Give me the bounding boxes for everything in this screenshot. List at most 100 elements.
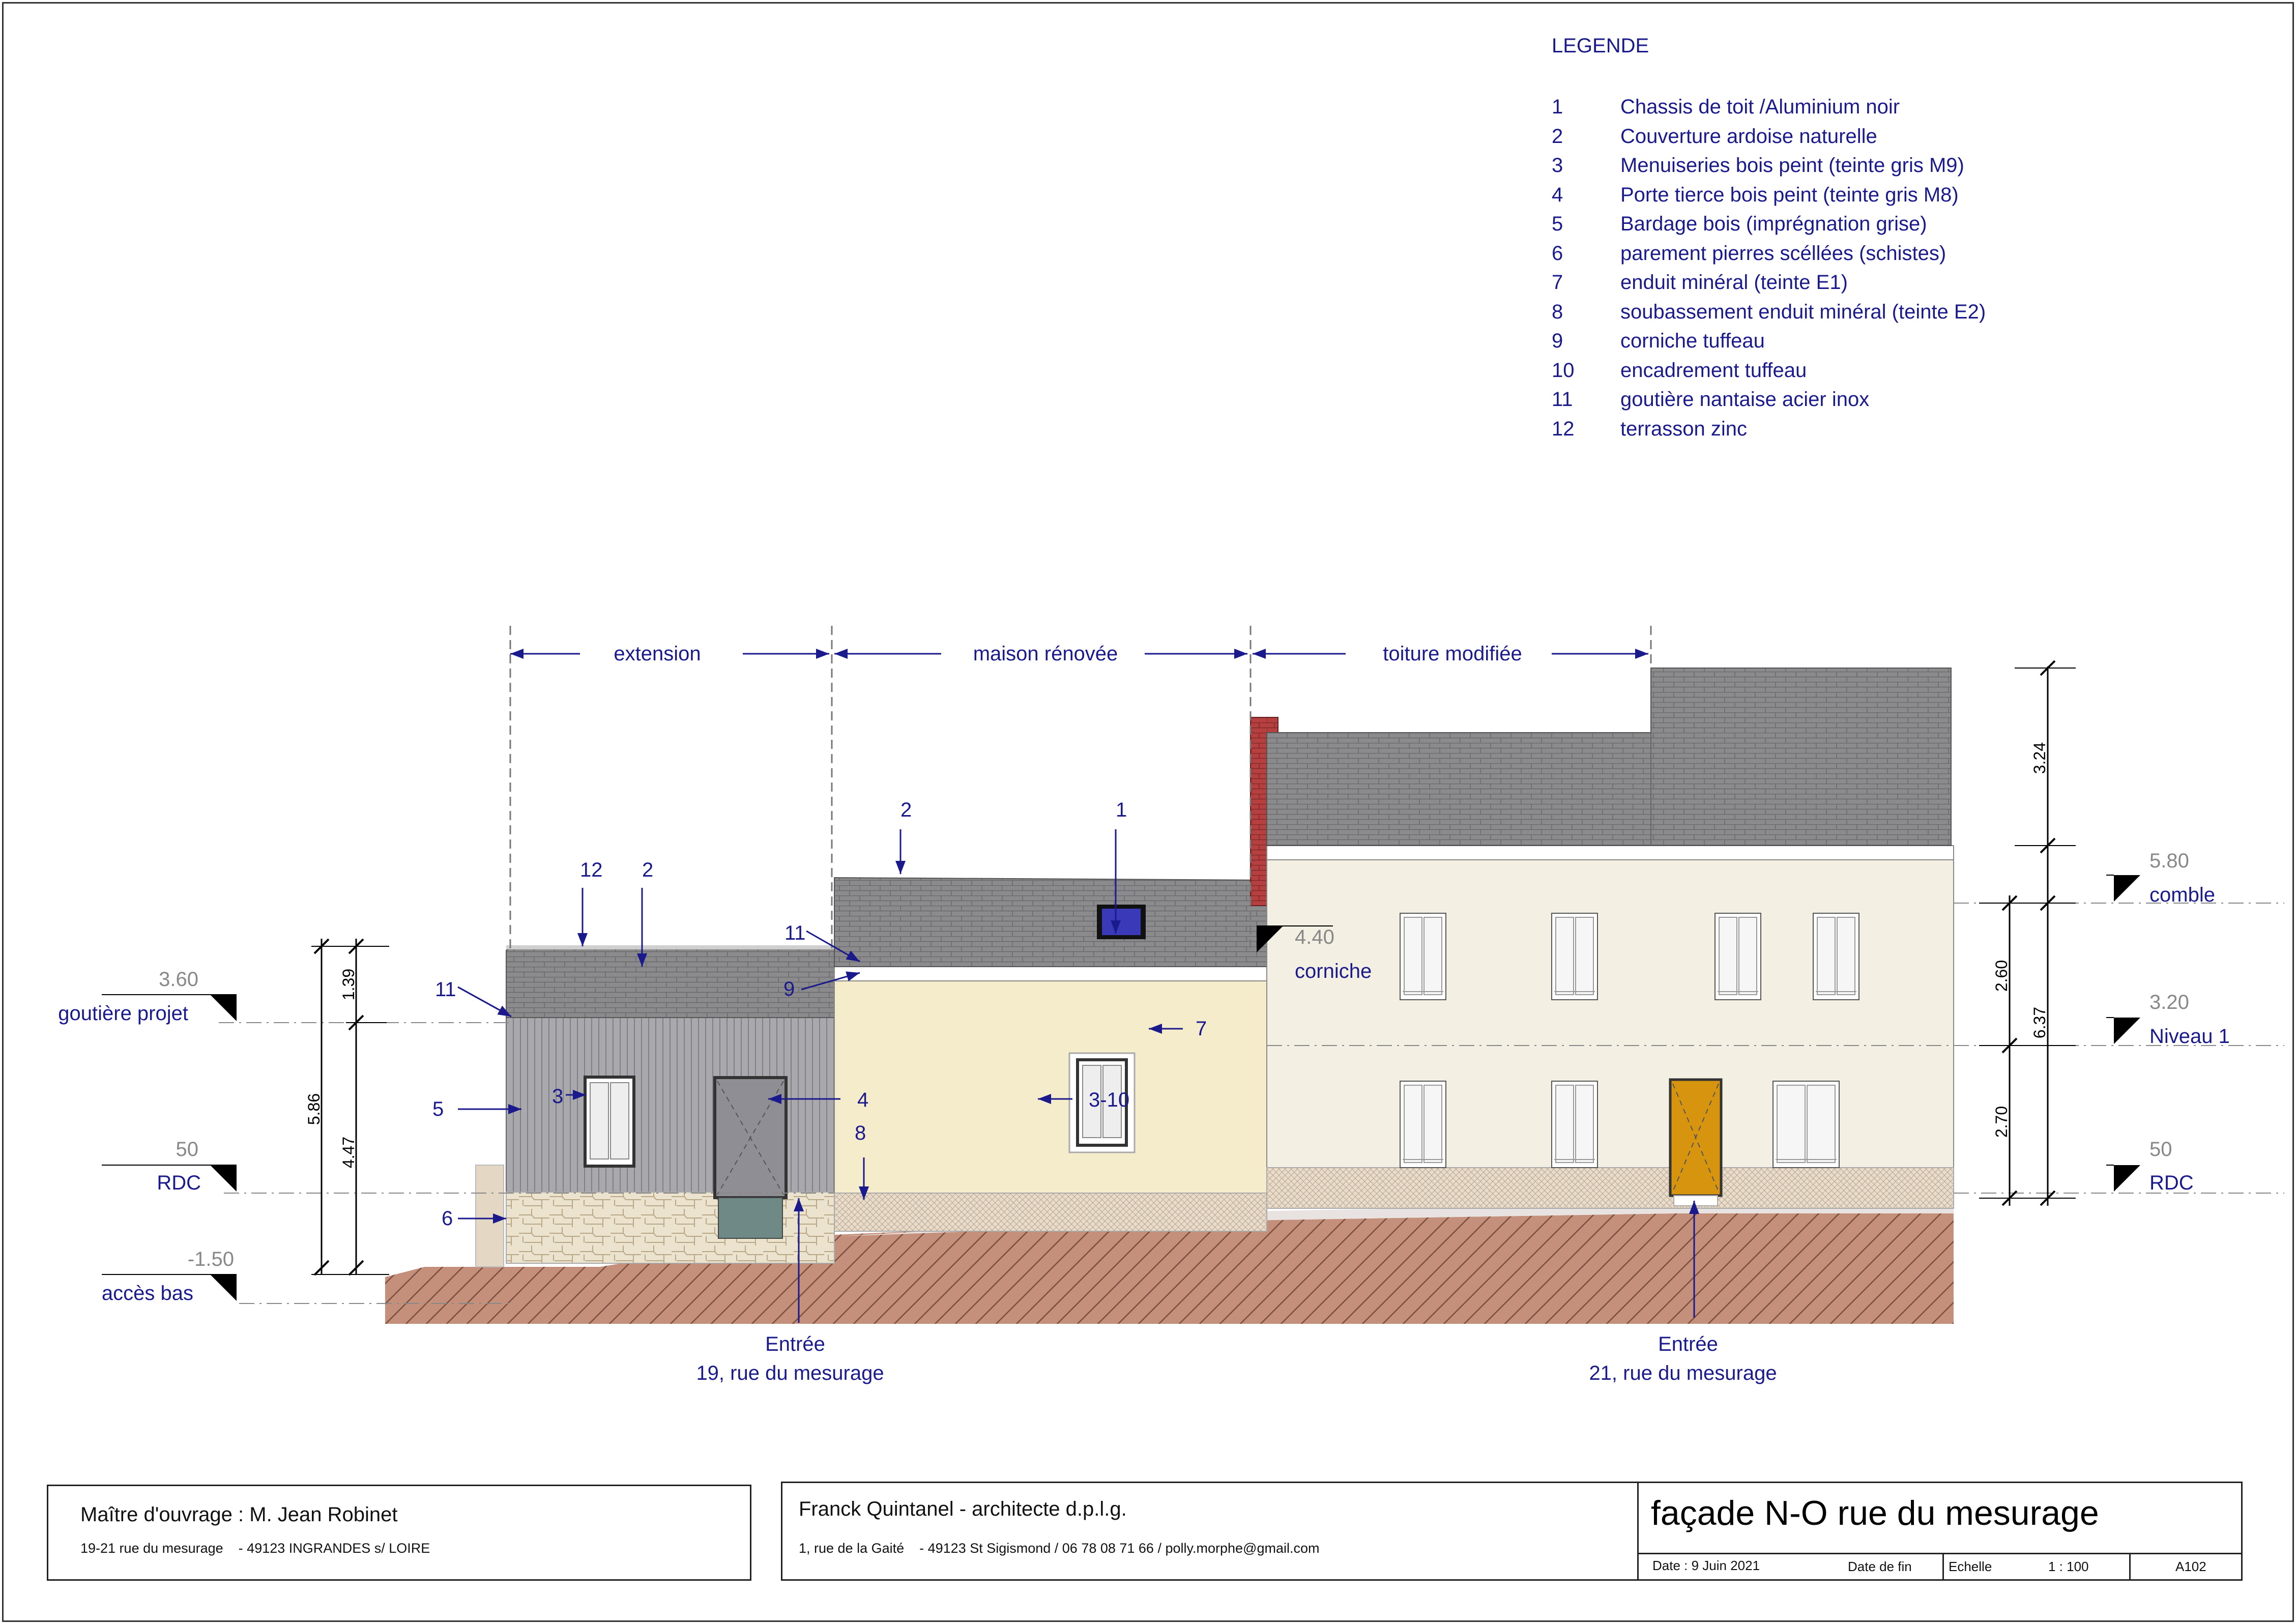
scale-separator xyxy=(2129,1553,2131,1581)
legend-item-number: 7 xyxy=(1552,271,1563,294)
right-house-window-sash-right xyxy=(1575,917,1594,995)
legend-item-text: encadrement tuffeau xyxy=(1620,359,1807,382)
maison-roof xyxy=(834,877,1267,967)
legend-item-text: enduit minéral (teinte E1) xyxy=(1620,271,1848,294)
zone-arrow-head xyxy=(510,649,524,659)
callout-11: 11 xyxy=(784,922,806,944)
dim-tick xyxy=(2001,1037,2018,1054)
dim-tick xyxy=(2040,837,2056,854)
maison-window-sash-right xyxy=(1102,1065,1122,1138)
callout-5-arrow-head xyxy=(508,1104,521,1114)
level-value: 4.40 xyxy=(1295,926,1334,948)
level-marker-comble-triangle xyxy=(2114,875,2140,902)
level-label: goutière projet xyxy=(58,1002,188,1025)
callout-4: 4 xyxy=(857,1089,868,1111)
dim-tick xyxy=(313,1260,330,1276)
legend-item-number: 1 xyxy=(1552,96,1563,118)
callout-3-10-arrow-head xyxy=(1038,1094,1051,1104)
maison-soubassement xyxy=(834,1193,1267,1232)
dim-text: 5.86 xyxy=(305,1093,323,1125)
zone-arrow-head xyxy=(1635,649,1648,659)
legend-item-text: Porte tierce bois peint (teinte gris M8) xyxy=(1620,183,1959,206)
legend-item-number: 9 xyxy=(1552,330,1563,352)
maison-corniche xyxy=(834,966,1267,981)
callout-3: 3 xyxy=(552,1085,563,1108)
owner-address: 19-21 rue du mesurage - 49123 INGRANDES … xyxy=(80,1541,430,1556)
dim-tick xyxy=(2001,895,2018,911)
right-house-window-sash-right xyxy=(1423,917,1442,995)
callout-2-arrow-head xyxy=(637,953,647,967)
level-value: 5.80 xyxy=(2149,850,2189,872)
level-marker-corniche-triangle xyxy=(1257,926,1283,952)
legend-item-text: parement pierres scéllées (schistes) xyxy=(1620,242,1946,265)
right-house-window-sash-right xyxy=(1423,1085,1442,1163)
right-house-window-sash-left xyxy=(1555,917,1574,995)
right-door-step xyxy=(1673,1195,1718,1206)
right-house-window-sash-left xyxy=(1555,1085,1574,1163)
callout-2: 2 xyxy=(642,859,653,881)
extension-zinc-terrasson xyxy=(506,945,834,949)
callout-11-arrow-head xyxy=(846,950,860,962)
level-label: RDC xyxy=(157,1172,201,1194)
zone-label-extension: extension xyxy=(614,643,701,665)
callout-7-arrow-head xyxy=(1149,1024,1162,1034)
dim-text: 3.24 xyxy=(2030,742,2049,774)
right-house-roof xyxy=(1266,668,1952,846)
callout-1: 1 xyxy=(1116,799,1127,821)
right-house-window-sash-right xyxy=(1807,1085,1836,1163)
sidewalk xyxy=(839,1203,1954,1236)
entrance-steps xyxy=(718,1197,783,1239)
callout-8: 8 xyxy=(855,1122,866,1144)
maison-window-sash-left xyxy=(1082,1065,1101,1138)
zone-arrow-head xyxy=(1234,649,1247,659)
callout-3-10: 3-10 xyxy=(1089,1089,1129,1111)
owner-name: Maître d'ouvrage : M. Jean Robinet xyxy=(80,1503,398,1526)
legend-item-number: 10 xyxy=(1552,359,1575,382)
architect-address: 1, rue de la Gaité - 49123 St Sigismond … xyxy=(799,1541,1320,1556)
title-separator-vertical xyxy=(1637,1482,1639,1581)
right-house-window-sash-left xyxy=(1404,917,1422,995)
right-house-window-sash-right xyxy=(1738,917,1757,995)
owner-box xyxy=(47,1485,751,1581)
dim-text: 2.70 xyxy=(1992,1106,2011,1138)
callout-1-arrow-head xyxy=(1111,920,1121,934)
legend-item-number: 3 xyxy=(1552,154,1563,177)
level-value: -1.50 xyxy=(188,1248,234,1270)
scale-label: Echelle xyxy=(1949,1559,1992,1574)
roof-window-glass xyxy=(1102,909,1141,935)
legend-item-number: 6 xyxy=(1552,242,1563,265)
legend-item-text: Couverture ardoise naturelle xyxy=(1620,125,1877,148)
callout-4-arrow-head xyxy=(768,1094,781,1104)
legend-item-text: Bardage bois (imprégnation grise) xyxy=(1620,213,1927,235)
callout-6: 6 xyxy=(442,1207,453,1230)
level-value: 3.60 xyxy=(159,968,198,991)
dim-tick xyxy=(348,938,364,954)
date-end-field: Date de fin xyxy=(1848,1559,1912,1574)
entrance-arrow-left-head xyxy=(794,1198,804,1211)
right-house-window-sash-left xyxy=(1817,917,1836,995)
architect-box xyxy=(781,1482,2243,1581)
right-house-window-sash-right xyxy=(1575,1085,1594,1163)
scale-value: 1 : 100 xyxy=(2048,1559,2089,1574)
level-label: accès bas xyxy=(102,1282,193,1304)
entrance-label: Entrée xyxy=(1658,1333,1718,1355)
right-house-window-sash-left xyxy=(1719,917,1737,995)
drawing-title: façade N-O rue du mesurage xyxy=(1651,1494,2099,1532)
level-marker-rdc-right-triangle xyxy=(2114,1165,2140,1192)
legend-item-text: Chassis de toit /Aluminium noir xyxy=(1620,96,1900,118)
callout-6-arrow-head xyxy=(493,1213,506,1224)
entrance-label: Entrée xyxy=(765,1333,825,1355)
zone-label-maison: maison rénovée xyxy=(973,643,1118,665)
maison-facade xyxy=(834,979,1267,1194)
level-marker-goutiere-triangle xyxy=(210,995,237,1021)
right-house-window-sash-right xyxy=(1837,917,1855,995)
dim-tick xyxy=(2040,1190,2056,1206)
legend-item-text: Menuiseries bois peint (teinte gris M9) xyxy=(1620,154,1964,177)
callout-2-arrow-head xyxy=(895,861,906,874)
level-value: 3.20 xyxy=(2149,991,2189,1013)
callout-7: 7 xyxy=(1196,1018,1207,1040)
extension-window-sash-right xyxy=(610,1082,629,1159)
legend-item-number: 12 xyxy=(1552,417,1575,440)
